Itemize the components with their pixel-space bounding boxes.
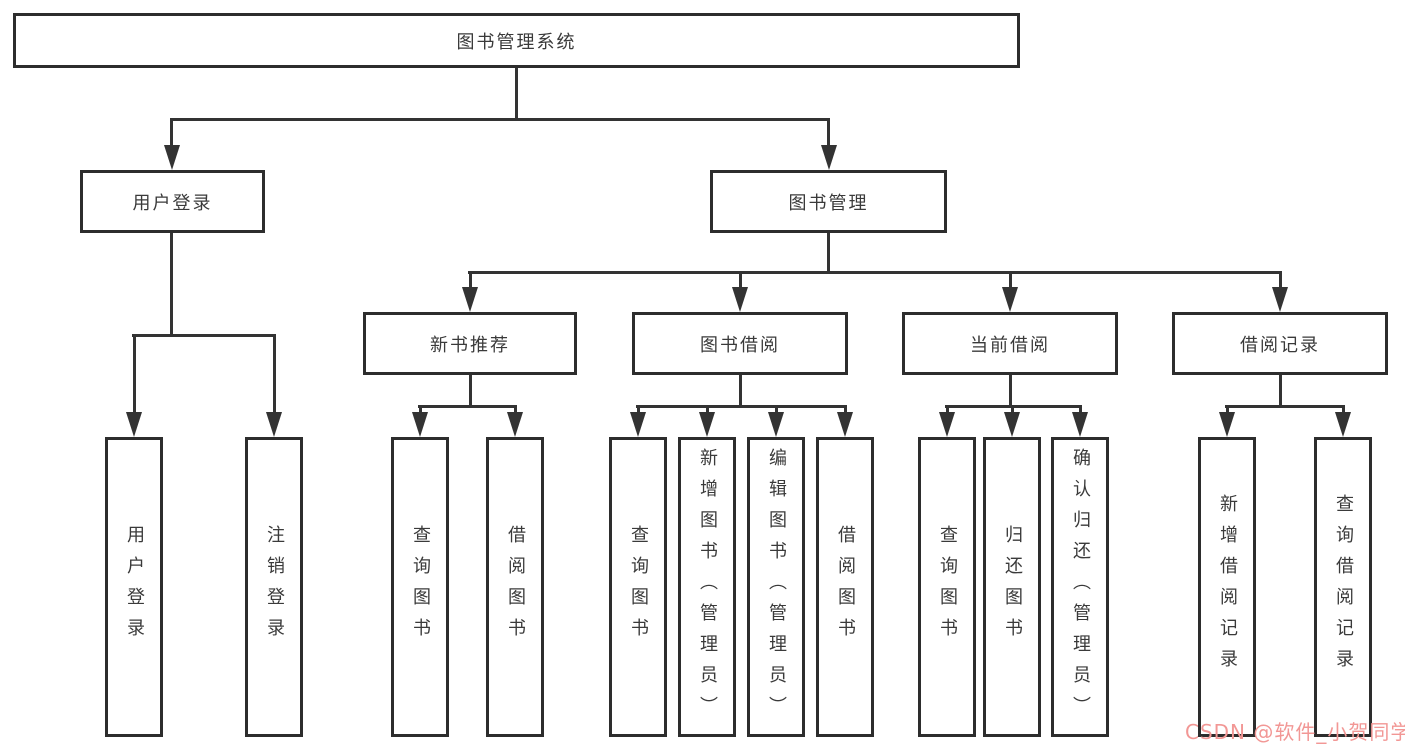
leaf-logout-label: 注销登录: [264, 525, 285, 649]
connector-line: [1279, 271, 1282, 289]
connector-borrowrecords-drop: [1279, 375, 1282, 407]
connector-userlogin-drop: [170, 233, 173, 337]
leaf-query-books-1-label: 查询图书: [410, 525, 431, 649]
node-new-book-recommend: 新书推荐: [363, 312, 577, 375]
connector-line: [1011, 405, 1014, 417]
leaf-user-login: 用户登录: [105, 437, 163, 737]
arrowhead-icon: [266, 412, 282, 437]
connector-newbook-hline: [418, 405, 517, 408]
leaf-query-books-1: 查询图书: [391, 437, 449, 737]
connector-line: [1009, 271, 1012, 289]
connector-userlogin-hline: [132, 334, 276, 337]
leaf-logout: 注销登录: [245, 437, 303, 737]
node-book-management: 图书管理: [710, 170, 947, 233]
arrowhead-icon: [462, 287, 478, 312]
leaf-borrow-books-2-label: 借阅图书: [835, 525, 856, 649]
leaf-borrow-books-1: 借阅图书: [486, 437, 544, 737]
connector-line: [1079, 405, 1082, 417]
connector-line: [1226, 405, 1229, 417]
connector-line: [775, 405, 778, 417]
connector-borrowrecords-hline: [1225, 405, 1345, 408]
arrowhead-icon: [630, 412, 646, 437]
leaf-query-books-2: 查询图书: [609, 437, 667, 737]
arrowhead-icon: [1004, 412, 1020, 437]
connector-line: [133, 334, 136, 416]
connector-line: [1342, 405, 1345, 417]
connector-line: [706, 405, 709, 417]
csdn-watermark: CSDN @软件_小贺同学: [1185, 720, 1405, 744]
arrowhead-icon: [1272, 287, 1288, 312]
leaf-query-borrow-record: 查询借阅记录: [1314, 437, 1372, 737]
leaf-query-books-2-label: 查询图书: [628, 525, 649, 649]
leaf-return-book-label: 归还图书: [1002, 525, 1023, 649]
leaf-user-login-label: 用户登录: [124, 525, 145, 649]
connector-line: [273, 334, 276, 416]
node-borrow-records: 借阅记录: [1172, 312, 1388, 375]
node-current-borrow: 当前借阅: [902, 312, 1118, 375]
connector-line: [637, 405, 640, 417]
leaf-edit-book-admin: 编辑图书（管理员）: [747, 437, 805, 737]
arrowhead-book-management-icon: [821, 145, 837, 170]
connector-line: [946, 405, 949, 417]
leaf-add-book-admin-label: 新增图书（管理员）: [697, 447, 718, 727]
leaf-add-book-admin: 新增图书（管理员）: [678, 437, 736, 737]
leaf-return-book: 归还图书: [983, 437, 1041, 737]
connector-line: [739, 271, 742, 289]
connector-to-book-management: [827, 118, 830, 148]
connector-bookborrow-drop: [739, 375, 742, 407]
connector-newbook-drop: [469, 375, 472, 407]
arrowhead-icon: [1002, 287, 1018, 312]
connector-line: [419, 405, 422, 417]
arrowhead-icon: [939, 412, 955, 437]
leaf-edit-book-admin-label: 编辑图书（管理员）: [766, 447, 787, 727]
leaf-confirm-return-admin-label: 确认归还（管理员）: [1070, 447, 1091, 727]
connector-line: [844, 405, 847, 417]
connector-level2-hline: [468, 271, 1282, 274]
connector-line: [469, 271, 472, 289]
connector-bookmgmt-drop: [827, 233, 830, 274]
leaf-query-books-3: 查询图书: [918, 437, 976, 737]
arrowhead-icon: [1219, 412, 1235, 437]
connector-root-drop: [515, 68, 518, 121]
arrowhead-icon: [768, 412, 784, 437]
connector-currentborrow-drop: [1009, 375, 1012, 407]
connector-level1-hline: [170, 118, 830, 121]
arrowhead-icon: [699, 412, 715, 437]
node-book-borrow: 图书借阅: [632, 312, 848, 375]
node-root-system: 图书管理系统: [13, 13, 1020, 68]
arrowhead-icon: [412, 412, 428, 437]
connector-bookborrow-hline: [636, 405, 847, 408]
leaf-borrow-books-2: 借阅图书: [816, 437, 874, 737]
arrowhead-icon: [507, 412, 523, 437]
arrowhead-icon: [1335, 412, 1351, 437]
arrowhead-user-login-icon: [164, 145, 180, 170]
arrowhead-icon: [1072, 412, 1088, 437]
node-user-login-module: 用户登录: [80, 170, 265, 233]
leaf-query-books-3-label: 查询图书: [937, 525, 958, 649]
arrowhead-icon: [837, 412, 853, 437]
arrowhead-icon: [732, 287, 748, 312]
connector-to-user-login: [170, 118, 173, 148]
leaf-add-borrow-record: 新增借阅记录: [1198, 437, 1256, 737]
leaf-confirm-return-admin: 确认归还（管理员）: [1051, 437, 1109, 737]
arrowhead-icon: [126, 412, 142, 437]
leaf-borrow-books-1-label: 借阅图书: [505, 525, 526, 649]
leaf-add-borrow-record-label: 新增借阅记录: [1217, 494, 1238, 680]
connector-line: [514, 405, 517, 417]
leaf-query-borrow-record-label: 查询借阅记录: [1333, 494, 1354, 680]
